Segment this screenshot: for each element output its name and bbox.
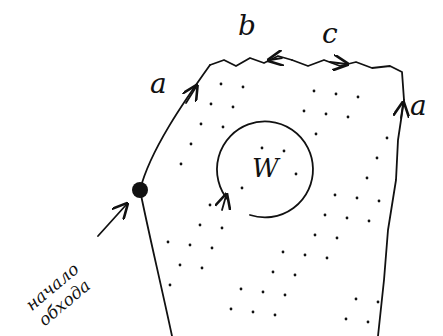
region-dot: [199, 224, 202, 227]
edge-label: b: [238, 12, 256, 40]
edge-arrow: [270, 58, 282, 60]
polygon-edge: [210, 56, 292, 66]
region-dot: [283, 150, 286, 153]
region-dot: [334, 194, 337, 197]
region-dot: [232, 106, 235, 109]
region-dot: [201, 267, 204, 270]
edge-arrow: [401, 104, 403, 118]
region-label: W: [252, 155, 279, 181]
region-dot: [190, 143, 193, 146]
region-dot: [386, 137, 389, 140]
region-dot: [242, 86, 245, 89]
region-dot: [367, 321, 370, 324]
region-dot: [200, 123, 203, 126]
region-dot: [222, 126, 225, 129]
region-dot: [366, 177, 369, 180]
region-dot: [284, 294, 287, 297]
region-dot: [274, 314, 277, 317]
region-dot: [303, 110, 306, 113]
region-dot: [261, 147, 264, 150]
region-dot: [282, 251, 285, 254]
region-dot: [221, 227, 224, 230]
region-dot: [252, 311, 255, 314]
region-dot: [313, 90, 316, 93]
region-dot: [326, 257, 329, 260]
polygon-edge: [292, 60, 404, 100]
region-dot: [336, 237, 339, 240]
region-dot: [294, 274, 297, 277]
region-dot: [346, 217, 349, 220]
start-note: начало обхода: [22, 249, 108, 330]
edge-arrow: [330, 62, 346, 64]
region-dot: [189, 244, 192, 247]
region-dot: [376, 157, 379, 160]
region-dot: [315, 133, 318, 136]
pointer-arrow: [98, 205, 126, 236]
region-dot: [356, 197, 359, 200]
region-dot: [209, 204, 212, 207]
orientation-circle: [217, 121, 313, 217]
region-dot: [357, 96, 360, 99]
region-dot: [169, 284, 172, 287]
region-dot: [378, 200, 381, 203]
polygon-edge: [378, 100, 404, 336]
region-dot: [355, 298, 358, 301]
region-dot: [241, 187, 244, 190]
polygon-edge: [140, 190, 172, 336]
region-dot: [220, 83, 223, 86]
region-dot: [347, 116, 350, 119]
region-dot: [167, 241, 170, 244]
region-dot: [179, 264, 182, 267]
region-dot: [314, 234, 317, 237]
region-dot: [180, 163, 183, 166]
orientation-arrow: [222, 196, 226, 210]
edge-label: a: [150, 70, 167, 98]
region-dot: [230, 308, 233, 311]
region-dot: [325, 113, 328, 116]
edge-arrow: [186, 87, 196, 103]
region-dot: [210, 103, 213, 106]
region-dot: [295, 173, 298, 176]
region-dot: [345, 318, 348, 321]
region-dot: [335, 93, 338, 96]
region-dot: [377, 301, 380, 304]
region-dot: [324, 214, 327, 217]
region-dot: [304, 254, 307, 257]
polygon-edge: [140, 65, 210, 190]
region-dot: [262, 291, 265, 294]
edge-label: c: [322, 20, 338, 48]
region-dot: [240, 288, 243, 291]
start-point: [132, 182, 148, 198]
region-dot: [368, 220, 371, 223]
edge-label: a: [410, 92, 427, 120]
region-dot: [272, 271, 275, 274]
region-dot: [211, 247, 214, 250]
